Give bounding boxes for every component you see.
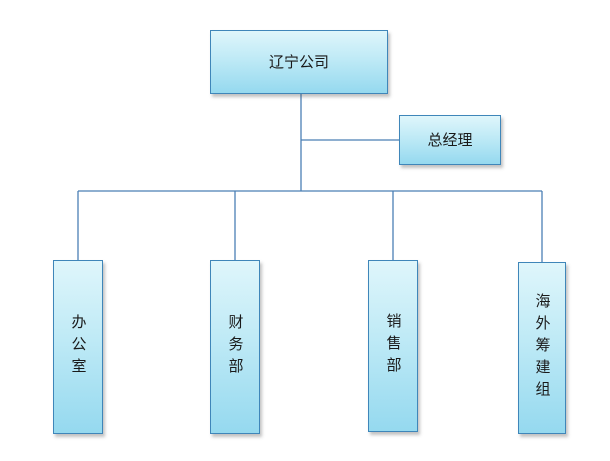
department-node-finance: 财务部	[210, 260, 260, 434]
department-node-overseas-preparation: 海外筹建组	[518, 262, 566, 434]
assistant-node-general-manager: 总经理	[399, 115, 501, 165]
department-label-finance: 财务部	[226, 314, 245, 380]
assistant-node-label: 总经理	[427, 130, 473, 149]
department-label-overseas-preparation: 海外筹建组	[533, 293, 552, 403]
department-node-sales: 销售部	[368, 260, 418, 432]
root-node-label: 辽宁公司	[268, 52, 329, 71]
root-node-liaoning-company: 辽宁公司	[210, 30, 388, 94]
department-node-office: 办公室	[53, 260, 103, 434]
department-label-sales: 销售部	[384, 313, 403, 379]
department-label-office: 办公室	[69, 314, 88, 380]
